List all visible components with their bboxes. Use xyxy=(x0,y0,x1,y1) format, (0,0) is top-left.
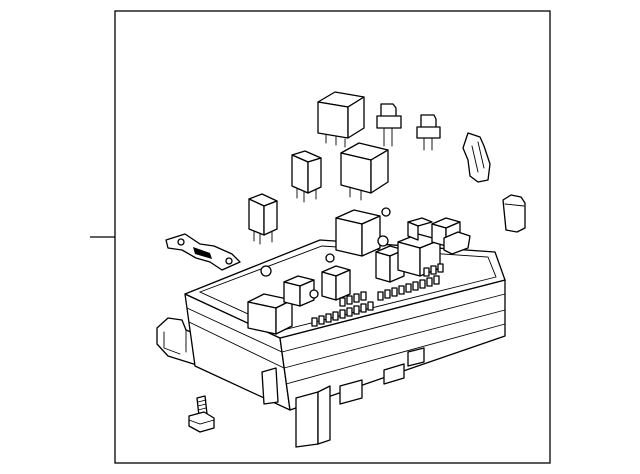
relay-small-left xyxy=(248,193,278,245)
fuse-row-2 xyxy=(339,275,440,307)
relay-large-center xyxy=(340,142,389,201)
mini-fuse-1 xyxy=(376,103,402,147)
fuse-row-1 xyxy=(311,301,374,327)
mini-fuse-2 xyxy=(416,114,441,151)
mega-fuse-link xyxy=(165,233,241,271)
fuse-puller xyxy=(462,132,491,183)
fuse-relay-box xyxy=(156,207,506,448)
relay-small-middle xyxy=(291,150,322,203)
mounting-bolt xyxy=(188,395,215,433)
relay-large-top xyxy=(317,91,365,148)
fuse-row-3 xyxy=(423,263,444,277)
cartridge-fuse xyxy=(502,194,526,233)
